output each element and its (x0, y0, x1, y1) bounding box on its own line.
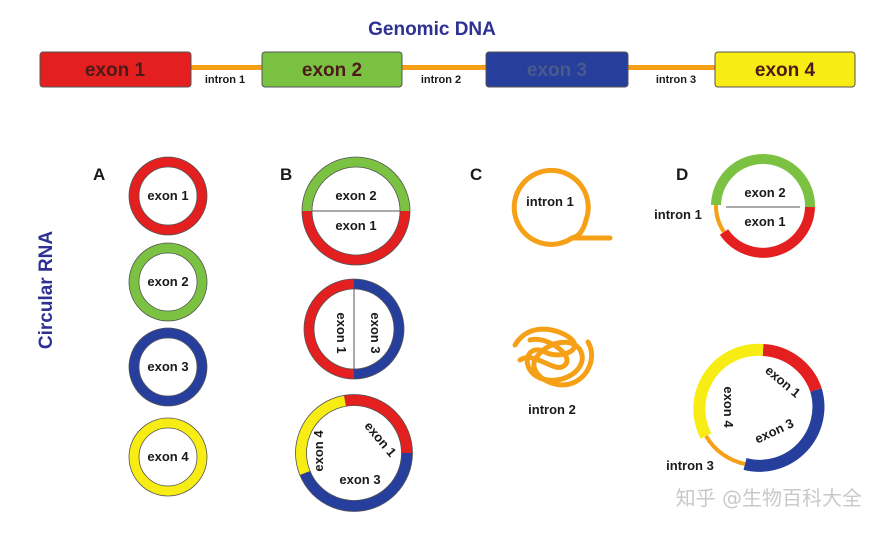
panel-b-ring-2-exon-1-arc (304, 279, 355, 379)
exon-3-box (485, 51, 629, 88)
intron-1-lariat (511, 167, 613, 247)
panel-b-ring-1-top-label: exon 2 (335, 188, 376, 203)
panel-b-ring-2-exon-3-arc (353, 279, 404, 379)
panel-d: D exon 2 exon 1 intron 1 exon 1 exon 3 e… (654, 154, 825, 473)
panel-d-ring-2-exon-4-label: exon 4 (721, 386, 736, 428)
ring-outline (138, 252, 198, 312)
genomic-dna-title: Genomic DNA (368, 19, 496, 40)
panel-d-label: D (676, 165, 688, 184)
panel-d-ring-2-exon-3-label: exon 3 (752, 415, 796, 446)
ring-outline (128, 327, 208, 407)
panel-c-label: C (470, 165, 482, 184)
panel-c: C intron 1 intron 2 (470, 165, 613, 417)
panel-c-lariat-label: intron 1 (526, 194, 574, 209)
intron-1-label: intron 1 (205, 74, 245, 86)
panel-a-ring-exon-1 (129, 157, 207, 235)
ring-outline (306, 405, 402, 501)
exon-2-label: exon 2 (302, 60, 362, 81)
panel-b-ring-1-exon-1-arc (302, 210, 410, 265)
panel-d-ring-1-bottom-label: exon 1 (744, 214, 785, 229)
panel-b-ring-3-exon-4-label: exon 4 (311, 430, 326, 472)
panel-a-ring-exon-2 (129, 243, 207, 321)
panel-b-ring-2-left-label: exon 1 (334, 312, 349, 353)
ring-outline (138, 337, 198, 397)
panel-d-ring-1-intron-arc (713, 204, 726, 234)
gene-model: exon 1 exon 2 exon 3 exon 4 intron 1 int… (39, 51, 856, 88)
intron-2-debris (512, 326, 594, 388)
panel-d-ring-1-exon-2-arc (711, 154, 816, 208)
panel-d-ring-1-exon-1-arc (719, 206, 815, 258)
exon-1-label: exon 1 (85, 60, 146, 81)
watermark: 知乎 @生物百科大全 (676, 486, 862, 510)
exon-4-box (714, 51, 856, 88)
panel-d-ring-2-intron-label: intron 3 (666, 458, 714, 473)
panel-b-ring-1-exon-2-arc (302, 157, 410, 212)
ring-outline (138, 427, 198, 487)
ring-outline (138, 166, 198, 226)
panel-d-ring-1-intron-label: intron 1 (654, 207, 702, 222)
panel-d-ring-1-top-label: exon 2 (744, 185, 785, 200)
ring-outline (295, 394, 413, 512)
panel-c-debris-label: intron 2 (528, 402, 576, 417)
panel-a-ring-1-label: exon 1 (147, 188, 188, 203)
ring-outline (128, 156, 208, 236)
exon-2-box (261, 51, 403, 88)
panel-b-ring-3-exon-4-arc (295, 395, 347, 476)
panel-a-ring-2-label: exon 2 (147, 274, 188, 289)
panel-d-ring-2-intron-arc (704, 434, 746, 466)
intron-2-label: intron 2 (421, 74, 461, 86)
intron-2-line (402, 65, 486, 70)
panel-b: B exon 2 exon 1 exon 1 exon 3 exon 1 exo… (280, 156, 413, 512)
circular-rna-title: Circular RNA (36, 231, 57, 350)
panel-a-ring-exon-4 (129, 418, 207, 496)
intron-3-line (626, 65, 716, 70)
panel-d-ring-2-exon-4-arc (693, 343, 764, 439)
panel-b-label: B (280, 165, 292, 184)
ring-outline (128, 242, 208, 322)
panel-b-ring-3-exon-1-arc (344, 394, 413, 454)
panel-a: A exon 1 exon 2 exon 3 exon 4 (93, 156, 208, 497)
exon-1-box (39, 51, 192, 88)
panel-a-label: A (93, 165, 105, 184)
panel-b-ring-3-exon-3-label: exon 3 (339, 472, 380, 487)
panel-a-ring-exon-3 (129, 328, 207, 406)
exon-4-label: exon 4 (755, 60, 816, 81)
panel-a-ring-4-label: exon 4 (147, 449, 189, 464)
intron-3-label: intron 3 (656, 74, 696, 86)
ring-outline (301, 156, 411, 266)
panel-b-ring-1-bottom-label: exon 1 (335, 218, 376, 233)
ring-outline (303, 278, 405, 380)
panel-b-ring-2-right-label: exon 3 (368, 312, 383, 353)
exon-3-label: exon 3 (527, 60, 587, 81)
panel-a-ring-3-label: exon 3 (147, 359, 188, 374)
panel-d-ring-2-exon-3-arc (743, 388, 825, 472)
panel-d-ring-2-exon-1-arc (762, 344, 822, 393)
intron-1-line (190, 65, 262, 70)
ring-outline (128, 417, 208, 497)
